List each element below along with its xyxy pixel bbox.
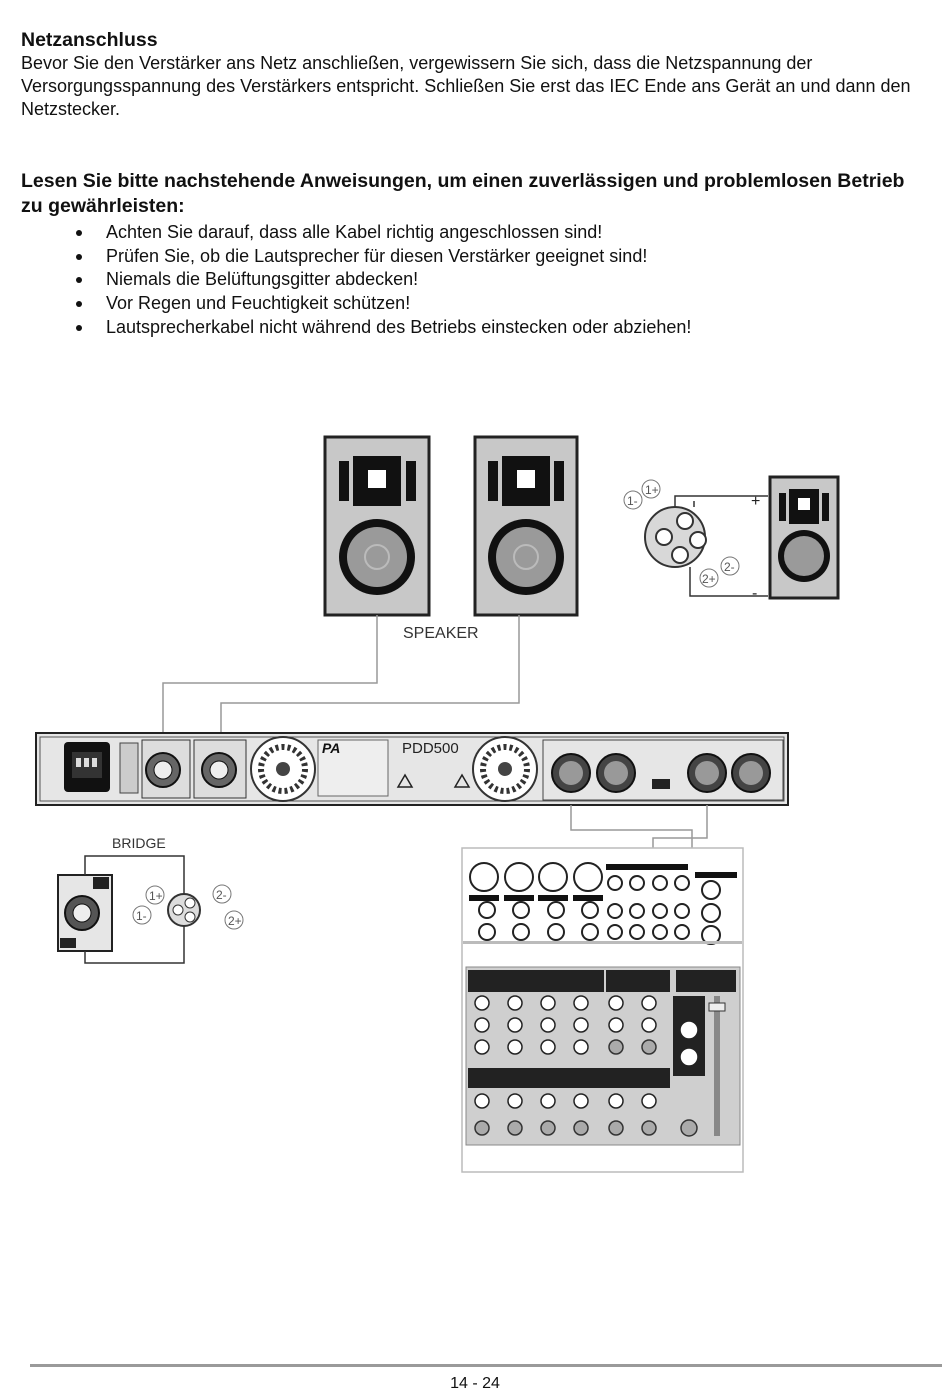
bridge-pin-1minus-label: 1-	[136, 909, 147, 923]
list-item-text: Achten Sie darauf, dass alle Kabel richt…	[106, 222, 603, 242]
speaker-cables	[162, 615, 520, 740]
section-heading-anweisungen: Lesen Sie bitte nachstehende Anweisungen…	[21, 170, 905, 217]
bullet-icon	[76, 230, 82, 236]
netzanschluss-paragraph: Bevor Sie den Verstärker ans Netz anschl…	[21, 53, 911, 119]
list-item: Lautsprecherkabel nicht während des Betr…	[0, 316, 691, 340]
bridge-pin-2plus-label: 2+	[228, 914, 242, 928]
pin-1minus-label: 1-	[627, 494, 638, 508]
minus-sign: -	[752, 585, 757, 602]
amplifier-model-label: PDD500	[402, 740, 459, 757]
plus-sign: +	[751, 493, 760, 510]
bullet-icon	[76, 324, 82, 331]
speakon-connector-detail: 1- 1+ 2- 2+ + -	[623, 479, 768, 602]
footer-rule	[30, 1364, 942, 1367]
bullet-icon	[76, 301, 82, 308]
list-item-text: Prüfen Sie, ob die Lautsprecher für dies…	[106, 245, 648, 266]
instruction-list: Achten Sie darauf, dass alle Kabel richt…	[0, 221, 691, 339]
list-item: Achten Sie darauf, dass alle Kabel richt…	[0, 221, 691, 245]
mixer	[461, 847, 744, 1173]
amplifier-rear-panel: PA PDD500	[35, 732, 789, 806]
speaker-left	[323, 435, 431, 617]
list-item-text: Vor Regen und Feuchtigkeit schützen!	[106, 293, 411, 314]
pin-2plus-label: 2+	[702, 572, 716, 586]
bullet-icon	[76, 253, 82, 260]
list-item-text: Niemals die Belüftungsgitter abdecken!	[106, 269, 419, 290]
list-item: Prüfen Sie, ob die Lautsprecher für dies…	[0, 245, 691, 269]
list-item: Vor Regen und Feuchtigkeit schützen!	[0, 292, 691, 316]
speaker-right	[473, 435, 579, 617]
page-number: 14 - 24	[450, 1375, 500, 1392]
bridge-pin-2minus-label: 2-	[216, 888, 227, 902]
list-item-text: Lautsprecherkabel nicht während des Betr…	[106, 316, 692, 337]
speaker-small	[768, 475, 840, 600]
pin-2minus-label: 2-	[724, 560, 735, 574]
svg-text:PA: PA	[322, 740, 340, 756]
section-heading-netzanschluss: Netzanschluss	[21, 29, 158, 51]
speaker-label: SPEAKER	[403, 625, 479, 642]
bullet-icon	[76, 277, 82, 284]
pin-1plus-label: 1+	[645, 483, 659, 497]
list-item: Niemals die Belüftungsgitter abdecken!	[0, 268, 691, 292]
bridge-pin-1plus-label: 1+	[149, 889, 163, 903]
bridge-connector-detail: 1+ 1- 2- 2+	[57, 855, 244, 964]
bridge-label: BRIDGE	[112, 835, 166, 851]
